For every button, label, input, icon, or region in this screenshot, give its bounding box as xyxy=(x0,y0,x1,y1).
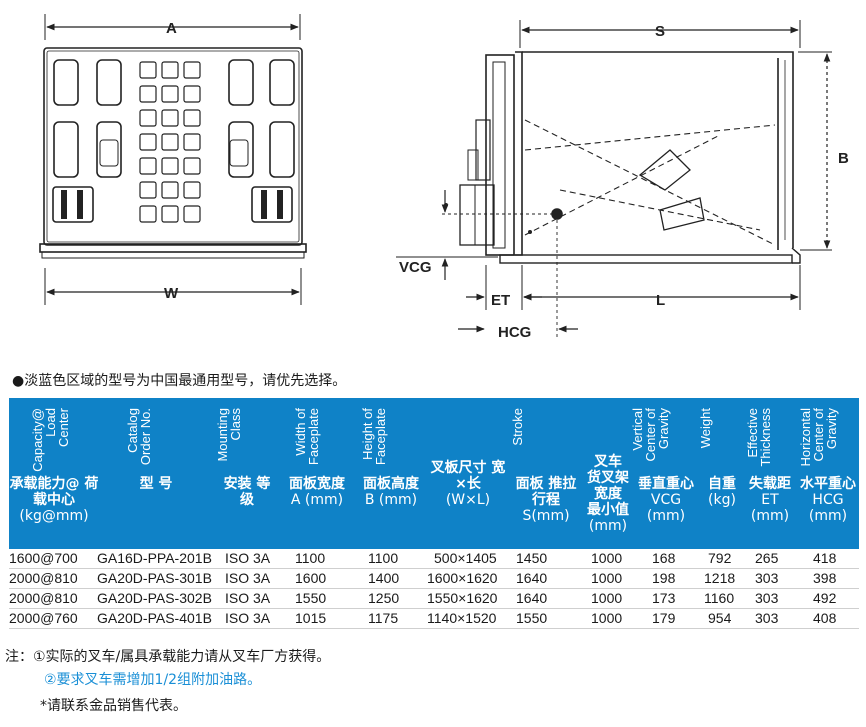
cell-weight: 1218 xyxy=(704,570,736,586)
table-row: 1600@700 GA16D-PPA-201B ISO 3A 1100 1100… xyxy=(9,549,859,569)
col-en-stroke: Stroke xyxy=(510,408,525,446)
cell-catalog: GA20D-PAS-301B xyxy=(97,570,212,586)
cell-et: 265 xyxy=(755,550,779,566)
cell-capacity: 2000@810 xyxy=(9,590,78,606)
cell-weight: 1160 xyxy=(704,590,735,606)
cell-carriage-width: 1000 xyxy=(591,570,623,586)
dimension-et-label: ET xyxy=(491,292,510,309)
col-cn-fork-size: 叉板尺寸 宽×长(W×L) xyxy=(430,460,506,508)
dimension-s-label: S xyxy=(655,23,665,40)
cell-mounting: ISO 3A xyxy=(225,570,271,586)
cell-carriage-width: 1000 xyxy=(591,550,623,566)
cell-width: 1600 xyxy=(295,570,327,586)
dimension-a-label: A xyxy=(166,20,177,37)
cell-vcg: 168 xyxy=(652,550,676,566)
cell-mounting: ISO 3A xyxy=(225,550,271,566)
dimension-b-label: B xyxy=(838,150,849,167)
cell-catalog: GA20D-PAS-401B xyxy=(97,610,212,626)
cell-mounting: ISO 3A xyxy=(225,610,271,626)
cell-height: 1250 xyxy=(368,590,400,606)
cell-et: 303 xyxy=(755,610,779,626)
cell-vcg: 198 xyxy=(652,570,676,586)
cell-fork-size: 1600×1620 xyxy=(427,570,498,586)
cell-capacity: 1600@700 xyxy=(9,550,78,566)
cell-carriage-width: 1000 xyxy=(591,590,623,606)
col-en-vcg: Vertical Center of Gravity xyxy=(630,408,671,462)
footnote-sales-contact: *请联系金品销售代表。 xyxy=(40,698,187,714)
preference-note: ●淡蓝色区域的型号为中国最通用型号，请优先选择。 xyxy=(12,373,347,389)
cell-width: 1550 xyxy=(295,590,327,606)
col-en-mounting: Mounting Class xyxy=(215,408,243,462)
cell-width: 1100 xyxy=(295,550,326,566)
col-en-capacity: Capacity@ Load Center xyxy=(30,408,71,472)
cell-catalog: GA20D-PAS-302B xyxy=(97,590,212,606)
table-row: 2000@810 GA20D-PAS-301B ISO 3A 1600 1400… xyxy=(9,569,859,589)
cell-capacity: 2000@810 xyxy=(9,570,78,586)
cell-weight: 792 xyxy=(708,550,732,566)
cell-et: 303 xyxy=(755,570,779,586)
table-row: 2000@760 GA20D-PAS-401B ISO 3A 1015 1175… xyxy=(9,609,859,629)
cell-capacity: 2000@760 xyxy=(9,610,78,626)
cell-carriage-width: 1000 xyxy=(591,610,623,626)
col-en-hcg: Horizontal Center of Gravity xyxy=(798,408,839,467)
dimension-w-label: W xyxy=(164,285,179,302)
col-en-width: Width of Faceplate xyxy=(293,408,321,466)
cell-height: 1100 xyxy=(368,550,399,566)
spec-table: Capacity@ Load Center Catalog Order No. … xyxy=(9,398,859,629)
cell-mounting: ISO 3A xyxy=(225,590,271,606)
cell-height: 1175 xyxy=(368,610,399,626)
col-cn-catalog: 型 号 xyxy=(139,476,173,492)
table-row: 2000@810 GA20D-PAS-302B ISO 3A 1550 1250… xyxy=(9,589,859,609)
cell-catalog: GA16D-PPA-201B xyxy=(97,550,212,566)
cell-fork-size: 1140×1520 xyxy=(427,610,497,626)
footnote-capacity: 注：①实际的叉车/属具承载能力请从叉车厂方获得。 xyxy=(5,649,331,665)
col-en-height: Height of Faceplate xyxy=(360,408,388,466)
cell-hcg: 492 xyxy=(813,590,837,606)
cell-weight: 954 xyxy=(708,610,732,626)
dimension-vcg-label: VCG xyxy=(399,259,432,276)
table-header: Capacity@ Load Center Catalog Order No. … xyxy=(9,398,859,549)
col-cn-weight: 自重(kg) xyxy=(708,476,736,508)
dimension-l-label: L xyxy=(656,292,665,309)
col-cn-mounting: 安装 等级 xyxy=(223,476,271,508)
cell-hcg: 408 xyxy=(813,610,837,626)
cell-stroke: 1450 xyxy=(516,550,548,566)
col-en-catalog: Catalog Order No. xyxy=(125,408,153,466)
cell-et: 303 xyxy=(755,590,779,606)
cell-stroke: 1640 xyxy=(516,590,548,606)
cell-hcg: 398 xyxy=(813,570,837,586)
dimension-hcg-label: HCG xyxy=(498,324,531,341)
cell-fork-size: 1550×1620 xyxy=(427,590,498,606)
cell-vcg: 179 xyxy=(652,610,676,626)
col-cn-capacity: 承载能力@ 荷载中心(kg@mm) xyxy=(9,476,99,524)
cell-height: 1400 xyxy=(368,570,400,586)
col-cn-carriage-width: 叉车 货叉架 宽度 最小值(mm) xyxy=(587,454,629,534)
cell-vcg: 173 xyxy=(652,590,676,606)
front-view xyxy=(39,14,307,305)
attachment-drawing: A W xyxy=(39,14,849,341)
footnote-hydraulics: ②要求叉车需增加1/2组附加油路。 xyxy=(44,672,262,688)
cell-fork-size: 500×1405 xyxy=(434,550,497,566)
cell-hcg: 418 xyxy=(813,550,837,566)
cell-stroke: 1550 xyxy=(516,610,548,626)
cell-width: 1015 xyxy=(295,610,327,626)
side-view xyxy=(396,20,832,340)
cell-stroke: 1640 xyxy=(516,570,548,586)
